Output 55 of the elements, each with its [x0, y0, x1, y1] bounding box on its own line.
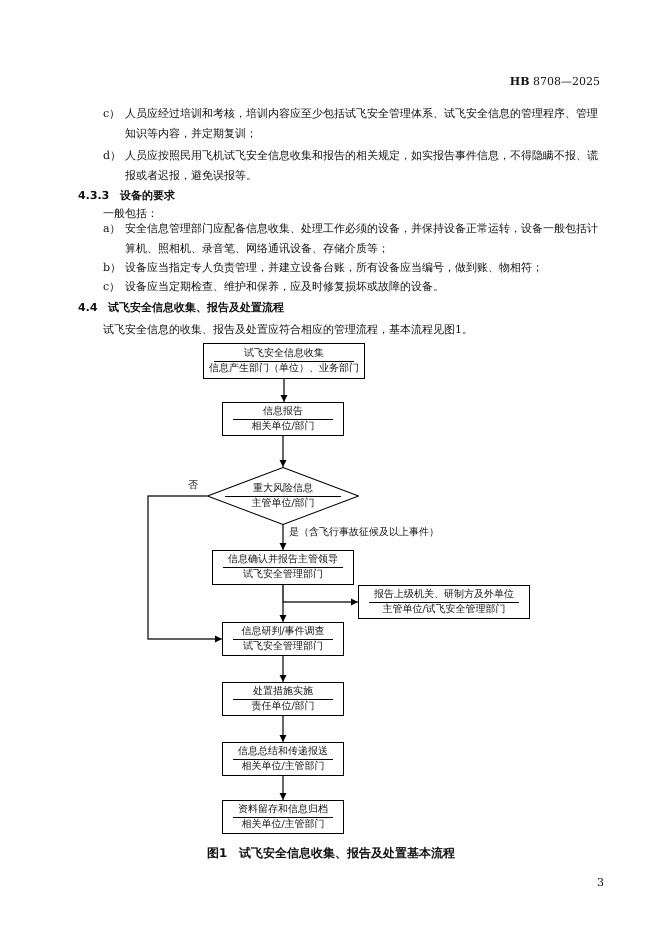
- process-box: [222, 402, 344, 436]
- process-box: [222, 622, 344, 656]
- paragraph: 安全信息管理部门应配备信息收集、处理工作必须的设备，并保持设备正常运转，设备一般包括计算机、照相机、录音笔、网络通讯设备、存储介质等；: [125, 221, 599, 257]
- paragraph: 人员应经过培训和考核，培训内容应至少包括试飞安全管理体系、试飞安全信息的管理程序、管理知识等内容，并定期复训；: [125, 106, 599, 142]
- paragraph: 一般包括：: [103, 206, 158, 222]
- process-box: [222, 682, 344, 716]
- list-marker: c）: [103, 106, 120, 122]
- paragraph: 设备应当指定专人负责管理，并建立设备台账，所有设备应当编号，做到账、物相符；: [125, 260, 544, 276]
- responsible-unit: 主管单位/试飞安全管理部门: [381, 602, 507, 616]
- section-number: 4.3.3: [78, 188, 110, 204]
- step-title: 信息研判/事件调查: [233, 626, 333, 640]
- arrow: [280, 525, 286, 550]
- process-box: [358, 585, 530, 619]
- arrow: [280, 656, 286, 682]
- paragraph: 试飞安全信息的收集、报告及处置应符合相应的管理流程，基本流程见图1。: [103, 322, 473, 338]
- arrow: [280, 585, 286, 622]
- figure-caption: 图1 试飞安全信息收集、报告及处置基本流程: [206, 845, 456, 862]
- responsible-unit: 相关单位/主管部门: [240, 818, 326, 830]
- list-marker: b）: [103, 260, 122, 276]
- document-number: HB 8708—2025: [510, 74, 600, 90]
- paragraph: 设备应当定期检查、维护和保养，应及时修复损坏或故障的设备。: [125, 279, 445, 295]
- arrow: [280, 379, 288, 402]
- section-heading: 试飞安全信息收集、报告及处置流程: [108, 300, 284, 316]
- step-title: 报告上级机关、研制方及外单位: [369, 588, 519, 602]
- responsible-unit: 责任单位/部门: [250, 700, 316, 712]
- section-number: 4.4: [78, 300, 98, 316]
- list-marker: d）: [103, 148, 122, 164]
- process-box: [203, 343, 365, 379]
- responsible-unit: 相关单位/主管部门: [240, 760, 326, 772]
- arrow: [280, 776, 286, 800]
- edge-label: 否: [188, 480, 198, 492]
- step-title: 试飞安全信息收集: [214, 348, 354, 362]
- responsible-unit: 信息产生部门（单位）、业务部门: [208, 362, 360, 374]
- step-title: 重大风险信息: [225, 482, 341, 496]
- responsible-unit: 主管单位/部门: [250, 496, 316, 510]
- decision-diamond: [207, 467, 359, 525]
- page-number: 3: [597, 875, 604, 891]
- process-box: [222, 800, 344, 834]
- step-title: 信息确认并报告主管领导: [223, 554, 343, 568]
- arrow: [280, 716, 286, 742]
- responsible-unit: 试飞安全管理部门: [242, 640, 324, 652]
- arrow: [280, 436, 286, 467]
- process-box: [212, 550, 354, 585]
- paragraph: 人员应按照民用飞机试飞安全信息收集和报告的相关规定，如实报告事件信息，不得隐瞒不报、谎报或者迟报，避免误报等。: [125, 148, 599, 184]
- step-title: 信息总结和传递报送: [233, 746, 333, 760]
- responsible-unit: 试飞安全管理部门: [242, 568, 324, 581]
- step-title: 资料留存和信息归档: [233, 804, 333, 818]
- step-title: 信息报告: [233, 406, 333, 420]
- responsible-unit: 相关单位/部门: [250, 420, 316, 432]
- section-heading: 设备的要求: [120, 188, 175, 204]
- process-box: [222, 742, 344, 776]
- arrow: [147, 495, 222, 642]
- step-title: 处置措施实施: [233, 686, 333, 700]
- list-marker: a）: [103, 221, 121, 237]
- list-marker: c）: [103, 279, 120, 295]
